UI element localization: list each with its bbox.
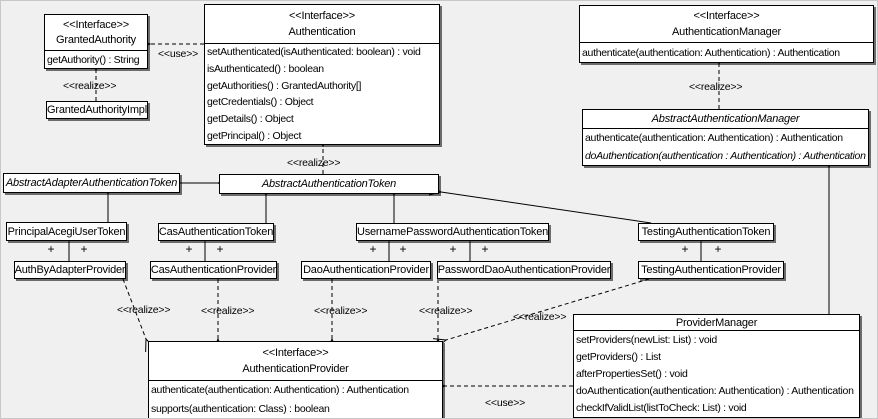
class-name: TestingAuthenticationProvider xyxy=(641,264,781,276)
class-name: AuthenticationManager xyxy=(672,26,781,38)
class-granted-authority[interactable]: <<Interface>> GrantedAuthority getAuthor… xyxy=(44,14,148,69)
class-name: AuthenticationProvider xyxy=(242,363,349,376)
stereotype-label: <<Interface>> xyxy=(63,18,129,31)
method-label: getCredentials() : Object xyxy=(207,96,314,109)
stereotype-use-label: <<use>> xyxy=(158,48,199,60)
method-label: isAuthenticated() : boolean xyxy=(207,63,324,75)
method-label: authenticate(authentication: Authenticat… xyxy=(582,46,840,59)
class-name: PrincipalAcegiUserToken xyxy=(7,225,126,238)
association-plus-label: + xyxy=(47,242,55,256)
method-label: getPrincipal() : Object xyxy=(207,129,302,142)
class-name: UsernamePasswordAuthenticationToken xyxy=(356,226,549,238)
class-password-dao-authentication-provider[interactable]: PasswordDaoAuthenticationProvider xyxy=(437,261,611,279)
association-plus-label: + xyxy=(80,242,88,256)
class-cas-authentication-token[interactable]: CasAuthenticationToken xyxy=(158,223,274,241)
class-name: TestingAuthenticationToken xyxy=(641,226,771,238)
class-testing-authentication-provider[interactable]: TestingAuthenticationProvider xyxy=(638,261,784,279)
class-abstract-authentication-manager[interactable]: AbstractAuthenticationManager authentica… xyxy=(582,109,869,166)
class-name: DaoAuthenticationProvider xyxy=(303,264,429,276)
class-principal-acegi-user-token[interactable]: PrincipalAcegiUserToken xyxy=(6,222,127,241)
method-label: getAuthorities() : GrantedAuthority[] xyxy=(207,79,362,92)
method-label: supports(authentication: Class) : boolea… xyxy=(151,402,330,415)
stereotype-label: <<Interface>> xyxy=(262,346,329,359)
class-name: AbstractAdapterAuthenticationToken xyxy=(5,177,178,189)
stereotype-realize-label: <<realize>> xyxy=(314,305,368,317)
method-label: setAuthenticated(isAuthenticated: boolea… xyxy=(207,46,421,59)
class-name: CasAuthenticationProvider xyxy=(150,264,277,276)
method-label: doAuthentication(authentication : Authen… xyxy=(585,150,866,162)
class-granted-authority-impl[interactable]: GrantedAuthorityImpl xyxy=(46,101,148,119)
stereotype-realize-label: <<realize>> xyxy=(201,305,255,317)
stereotype-realize-label: <<realize>> xyxy=(117,304,171,316)
stereotype-realize-label: <<realize>> xyxy=(689,81,743,93)
class-username-password-authentication-token[interactable]: UsernamePasswordAuthenticationToken xyxy=(356,223,549,241)
stereotype-realize-label: <<realize>> xyxy=(513,311,567,323)
class-auth-by-adapter-provider[interactable]: AuthByAdapterProvider xyxy=(14,261,126,279)
association-plus-label: + xyxy=(399,242,407,256)
class-testing-authentication-token[interactable]: TestingAuthenticationToken xyxy=(638,223,774,241)
method-label: getAuthority() : String xyxy=(47,53,140,66)
stereotype-label: <<Interface>> xyxy=(289,9,355,22)
method-label: checkIfValidList(listToCheck: List) : vo… xyxy=(576,402,747,415)
method-label: afterPropertiesSet() : void xyxy=(576,368,688,380)
association-plus-label: + xyxy=(369,242,377,256)
class-authentication[interactable]: <<Interface>> Authentication setAuthenti… xyxy=(204,4,440,145)
stereotype-realize-label: <<realize>> xyxy=(63,80,117,92)
association-plus-label: + xyxy=(481,242,489,256)
stereotype-realize-label: <<realize>> xyxy=(419,305,473,317)
class-provider-manager[interactable]: ProviderManager setProviders(newList: Li… xyxy=(573,314,860,418)
class-abstract-authentication-token[interactable]: AbstractAuthenticationToken xyxy=(219,174,439,194)
edge-gen-testingauthenticationtoken xyxy=(441,192,652,224)
method-label: authenticate(authentication: Authenticat… xyxy=(151,384,409,397)
class-abstract-adapter-authentication-token[interactable]: AbstractAdapterAuthenticationToken xyxy=(3,173,180,193)
stereotype-realize-label: <<realize>> xyxy=(287,157,341,169)
class-name: Authentication xyxy=(288,26,356,39)
association-plus-label: + xyxy=(714,242,722,256)
class-dao-authentication-provider[interactable]: DaoAuthenticationProvider xyxy=(301,261,431,279)
class-name: ProviderManager xyxy=(675,316,758,329)
class-authentication-manager[interactable]: <<Interface>> AuthenticationManager auth… xyxy=(579,5,874,63)
association-plus-label: + xyxy=(681,242,689,256)
method-label: getDetails() : Object xyxy=(207,113,294,126)
method-label: setProviders(newList: List) : void xyxy=(576,333,717,346)
class-name: GrantedAuthority xyxy=(56,34,136,47)
class-authentication-provider[interactable]: <<Interface>> AuthenticationProvider aut… xyxy=(148,341,443,418)
method-label: authenticate(authentication: Authenticat… xyxy=(585,132,843,144)
class-name: GrantedAuthorityImpl xyxy=(47,104,147,116)
class-name: PasswordDaoAuthenticationProvider xyxy=(437,264,611,276)
method-label: doAuthentication(authentication: Authent… xyxy=(576,385,854,398)
stereotype-label: <<Interface>> xyxy=(693,10,760,22)
class-name: AbstractAuthenticationToken xyxy=(261,178,397,190)
class-name: CasAuthenticationToken xyxy=(158,226,274,238)
class-name: AbstractAuthenticationManager xyxy=(651,113,800,125)
class-cas-authentication-provider[interactable]: CasAuthenticationProvider xyxy=(150,261,277,279)
association-plus-label: + xyxy=(185,242,193,256)
association-plus-label: + xyxy=(216,242,224,256)
stereotype-use-label: <<use>> xyxy=(485,397,526,409)
method-label: getProviders() : List xyxy=(576,350,661,363)
association-plus-label: + xyxy=(449,242,457,256)
class-name: AuthByAdapterProvider xyxy=(14,264,126,276)
